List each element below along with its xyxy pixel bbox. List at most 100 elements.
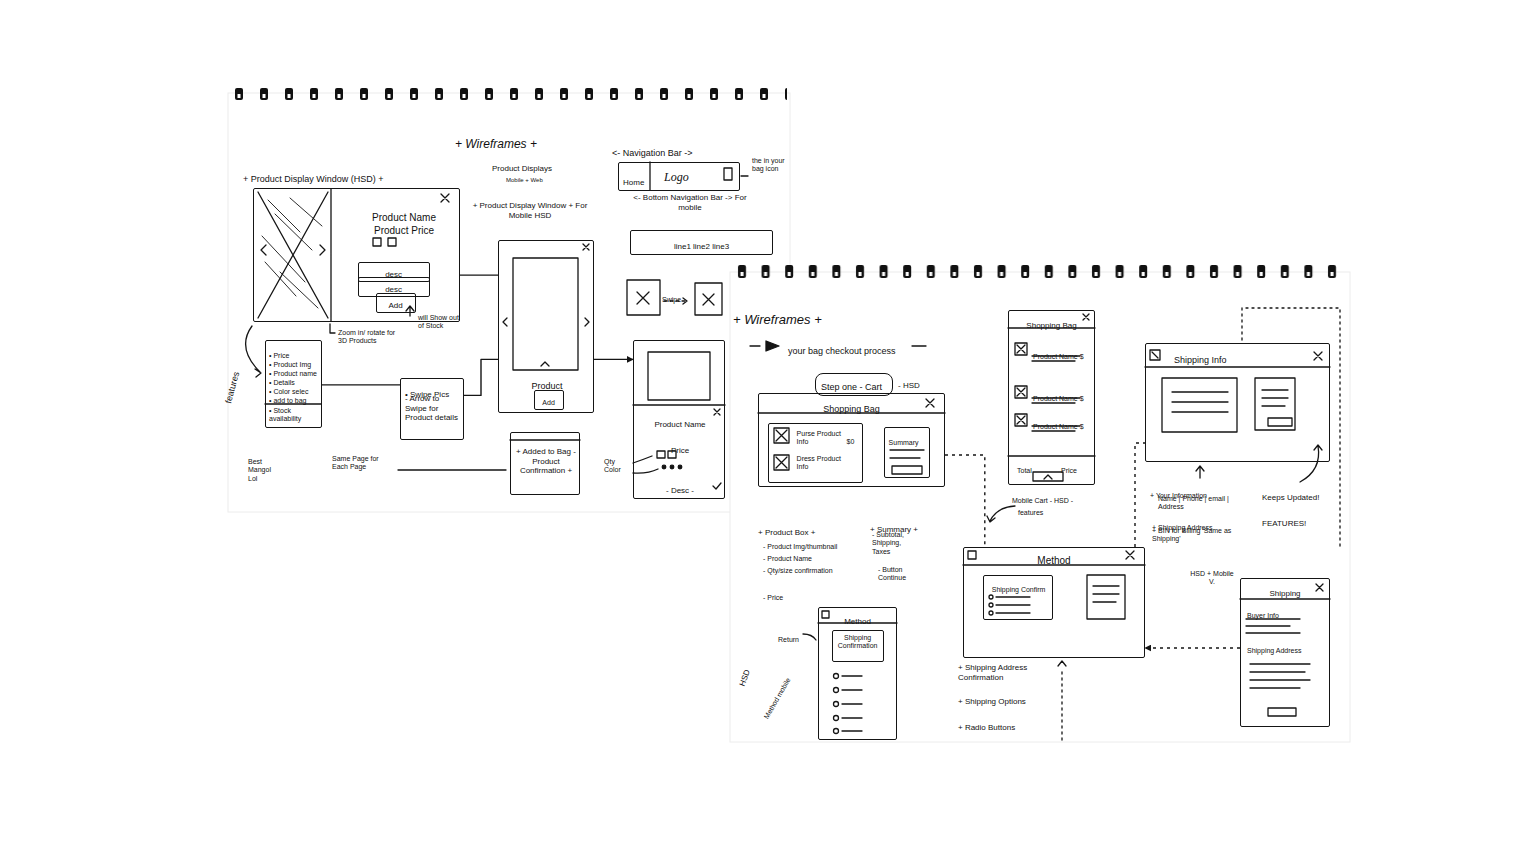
- annotation-label: Keeps Updated!: [1262, 493, 1319, 503]
- shipping-confirm-box: Shipping Confirmation: [832, 630, 884, 662]
- annotation-label: + BIN for Billing 'Same as Shipping': [1152, 527, 1247, 544]
- text-slot: Product Name $: [1033, 387, 1091, 405]
- text-slot: Add: [377, 294, 415, 312]
- node-text: Step one - Cart: [821, 382, 882, 393]
- text-slot: • Product name: [269, 362, 317, 380]
- text-slot: your bag checkout process: [788, 340, 896, 358]
- nav-divider: [649, 162, 650, 190]
- node-text: Shopping Bag: [823, 404, 880, 415]
- title-divider: [1145, 366, 1330, 367]
- text-slot: Same Page for Each Page: [332, 455, 394, 473]
- text-slot: - Price: [763, 586, 783, 604]
- text-line: [842, 676, 862, 731]
- annotation-label: Method mobile: [763, 677, 793, 721]
- close-icon: [1316, 584, 1323, 591]
- text-slot: Qty Color: [604, 458, 630, 476]
- annotation-label: + Product Display Window + For Mobile HS…: [470, 201, 590, 220]
- radio-button: [834, 716, 839, 721]
- spiral-binding: [232, 88, 787, 102]
- annotation-label: Same Page for Each Page: [332, 455, 394, 472]
- text-slot: desc: [359, 263, 429, 281]
- form-button: [1268, 708, 1296, 716]
- text-line: [1262, 390, 1288, 406]
- node-text: desc: [385, 270, 402, 280]
- text-slot: Buyer Info: [1247, 604, 1279, 622]
- annotation-label: Swipe: [662, 296, 681, 304]
- text-line: [1172, 392, 1228, 412]
- text-slot: Product Name: [349, 207, 459, 225]
- text-slot: Zoom in/ rotate for 3D Products: [338, 329, 404, 347]
- node-text: desc: [385, 285, 402, 295]
- text-line: [1246, 619, 1300, 633]
- close-icon: [926, 399, 934, 407]
- annotation-label: - Button Continue: [878, 566, 922, 583]
- flow-arrow-icon: [766, 341, 779, 351]
- text-slot: Logo: [664, 167, 689, 185]
- page-one-sketch: [246, 162, 748, 489]
- add-button: Add: [534, 390, 564, 410]
- text-slot: + Product Display Window (HSD) +: [243, 168, 384, 186]
- close-icon: [441, 194, 449, 202]
- text-slot: Price: [1061, 459, 1077, 477]
- connector: [1145, 647, 1240, 648]
- spiral-binding: [735, 265, 1347, 280]
- text-slot: - Arrow to Swipe for Product details: [405, 394, 461, 424]
- thumbnail: [1015, 414, 1027, 426]
- swipe-frame: [627, 280, 660, 315]
- annotation-label: Product Displays: [492, 164, 552, 174]
- thumbnail-cross: [1017, 388, 1025, 396]
- text-slot: Shopping Bag: [1009, 314, 1094, 332]
- annotation-label: Mobile + Web: [506, 177, 543, 184]
- annotation-label: your bag checkout process: [788, 346, 896, 357]
- close-icon: [1314, 352, 1322, 360]
- thumbnail: [1015, 343, 1027, 355]
- text-slot: <- Bottom Navigation Bar -> For mobile: [630, 193, 750, 214]
- annotation-label: features: [1018, 509, 1043, 517]
- text-slot: • Product Img: [269, 353, 311, 371]
- text-slot: <- Navigation Bar ->: [612, 142, 693, 160]
- radio-button: [834, 674, 839, 679]
- title-divider: [1240, 598, 1330, 599]
- node-text: • Price: [269, 352, 289, 360]
- text-slot: the in your bag icon: [752, 157, 790, 175]
- text-slot: • Price: [269, 344, 289, 362]
- dotted-guide: [1061, 672, 1062, 740]
- node-text: Method: [844, 617, 871, 627]
- text-slot: Product Name: [648, 413, 712, 431]
- annotation-label: Best Mangol Lol: [248, 458, 282, 483]
- step-badge: Step one - Cart: [815, 373, 893, 396]
- color-dot: [662, 465, 666, 469]
- window-icon: [822, 611, 829, 618]
- text-slot: Product Name $: [1033, 415, 1091, 433]
- text-slot: Return: [778, 628, 799, 646]
- node-text: Product Name: [372, 212, 436, 224]
- text-line: [996, 597, 1030, 613]
- caret-icon: [1058, 661, 1066, 666]
- product-box: Purse Product InfoDress Product Info$0: [768, 423, 863, 483]
- text-slot: Swipe: [662, 288, 681, 306]
- node-text: - Arrow to Swipe for Product details: [405, 394, 461, 423]
- node-text: Product Price: [374, 225, 434, 237]
- shipping-info-window: Shipping Info: [1145, 343, 1330, 462]
- text-slot: • Stock availability: [269, 407, 319, 425]
- thumbnail-cross: [776, 430, 787, 441]
- text-slot: - Desc -: [648, 479, 712, 497]
- text-slot: - Qty/size confirmation: [763, 559, 843, 577]
- text-slot: • Details: [269, 371, 295, 389]
- node-text: Purse Product Info: [797, 430, 845, 447]
- shipping-confirm-box: Shipping Confirm: [983, 575, 1053, 620]
- text-slot: HSD + Mobile V.: [1190, 570, 1234, 588]
- node-text: Shipping Info: [1174, 355, 1227, 366]
- leader-arrow: [1300, 445, 1322, 482]
- text-slot: + Shipping Address Confirmation: [958, 663, 1050, 684]
- text-slot: Add: [535, 391, 563, 409]
- sketch-sheet: [730, 272, 1350, 742]
- desc-field: desc: [358, 277, 430, 298]
- text-slot: Summary: [889, 431, 919, 449]
- text-slot: features: [217, 369, 243, 405]
- node-text: • add to bag: [269, 397, 306, 405]
- node-text: Price: [1061, 467, 1077, 475]
- confirmation-box: + Added to Bag - Product Confirmation +: [510, 432, 580, 495]
